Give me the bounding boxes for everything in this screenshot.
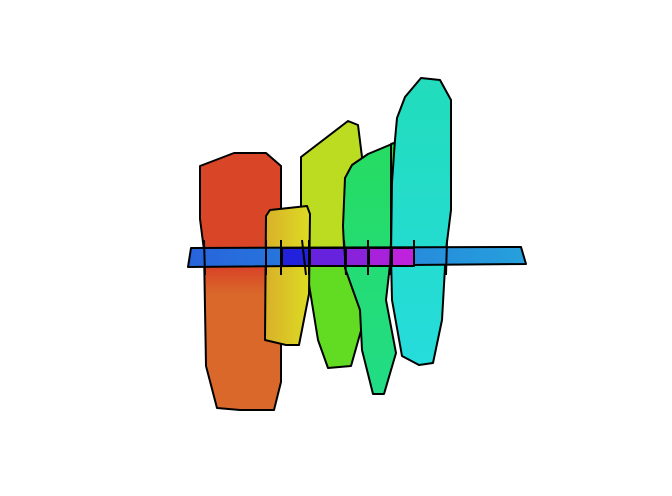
band-overlap-5	[391, 247, 415, 267]
shape-outlines	[203, 239, 448, 276]
shape-green	[342, 143, 397, 395]
band-overlap-4	[368, 247, 392, 267]
outline-red-left	[203, 239, 206, 276]
outline-green-left	[343, 239, 347, 276]
shape-teal	[390, 77, 452, 366]
shape-yellow	[264, 205, 311, 346]
outline-lime-left	[301, 239, 307, 276]
outline-green-right	[389, 239, 392, 276]
outline-teal-right	[445, 239, 448, 276]
band-overlap-2	[309, 247, 346, 267]
band-overlap-3	[345, 247, 369, 267]
